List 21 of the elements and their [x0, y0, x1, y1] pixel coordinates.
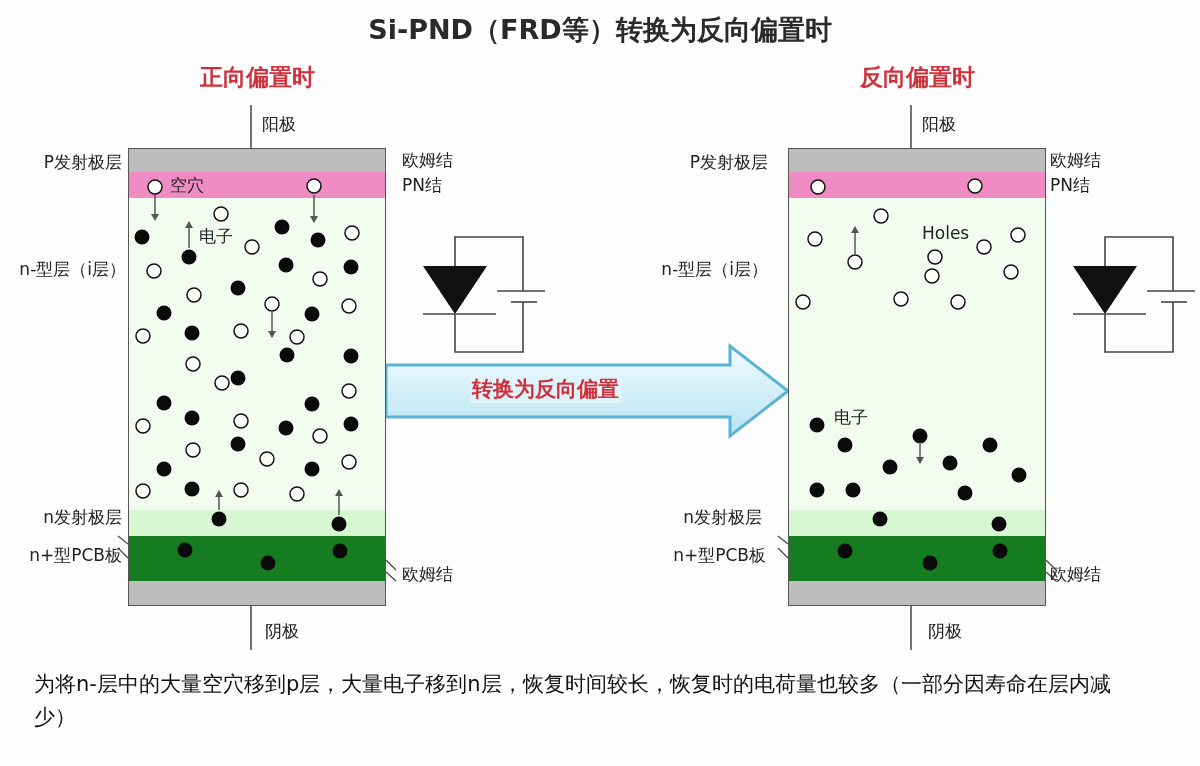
device-layer-stack — [128, 148, 386, 606]
layer-label: 电子 — [834, 407, 868, 427]
layer-label: 电子 — [199, 226, 233, 246]
layer-label: 阴极 — [928, 621, 962, 641]
edge-label: 转换为反向偏置 — [470, 375, 621, 403]
layer-label: n-型层（i层） — [19, 259, 126, 279]
panel-heading: 反向偏置时 — [858, 63, 976, 92]
layer-label: n-型层（i层） — [661, 259, 768, 279]
layer-label: P发射极层 — [689, 152, 768, 172]
layer-label: PN结 — [402, 175, 442, 195]
device-layer-stack — [788, 148, 1046, 606]
layer-label: Holes — [922, 223, 970, 243]
layer-label: 阴极 — [265, 621, 299, 641]
panel-heading: 正向偏置时 — [198, 63, 316, 92]
layer-label: 欧姆结 — [402, 564, 453, 584]
layer-label: 空穴 — [170, 175, 204, 195]
caption: 为将n-层中的大量空穴移到p层，大量电子移到n层，恢复时间较长，恢复时的电荷量也较多（一部分因寿命在层内减少） — [34, 671, 1112, 731]
layer-label: 欧姆结 — [402, 150, 453, 170]
title: Si-PND（FRD等）转换为反向偏置时 — [367, 13, 833, 47]
layer-label: n+型PCB板 — [673, 545, 766, 565]
layer-label: n发射极层 — [683, 507, 762, 527]
